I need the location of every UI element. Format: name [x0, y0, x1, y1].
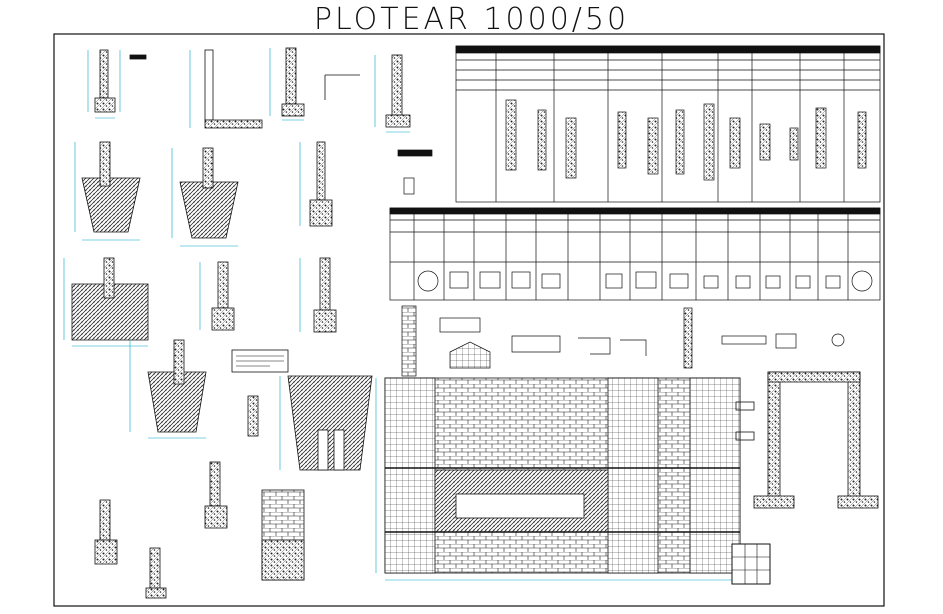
- excavation-footings: [71, 141, 373, 599]
- portal-frame: [735, 371, 879, 509]
- section-schedule-table: [389, 207, 881, 301]
- notes-lines: [236, 355, 284, 367]
- footing-details-top: [94, 47, 411, 129]
- sheet-title: PLOTEAR 1000/50: [313, 2, 630, 37]
- block-wall-detail: [261, 489, 305, 581]
- dimension-lines-top: [87, 48, 410, 133]
- column-schedule-table: [455, 45, 881, 203]
- dimension-lines-elevation: [375, 378, 740, 581]
- window-detail: [731, 543, 771, 585]
- wall-elevation: [384, 377, 741, 574]
- dimension-lines-left: [63, 142, 301, 470]
- sheet-border: [53, 33, 885, 607]
- detail-sketches-middle: [397, 149, 845, 377]
